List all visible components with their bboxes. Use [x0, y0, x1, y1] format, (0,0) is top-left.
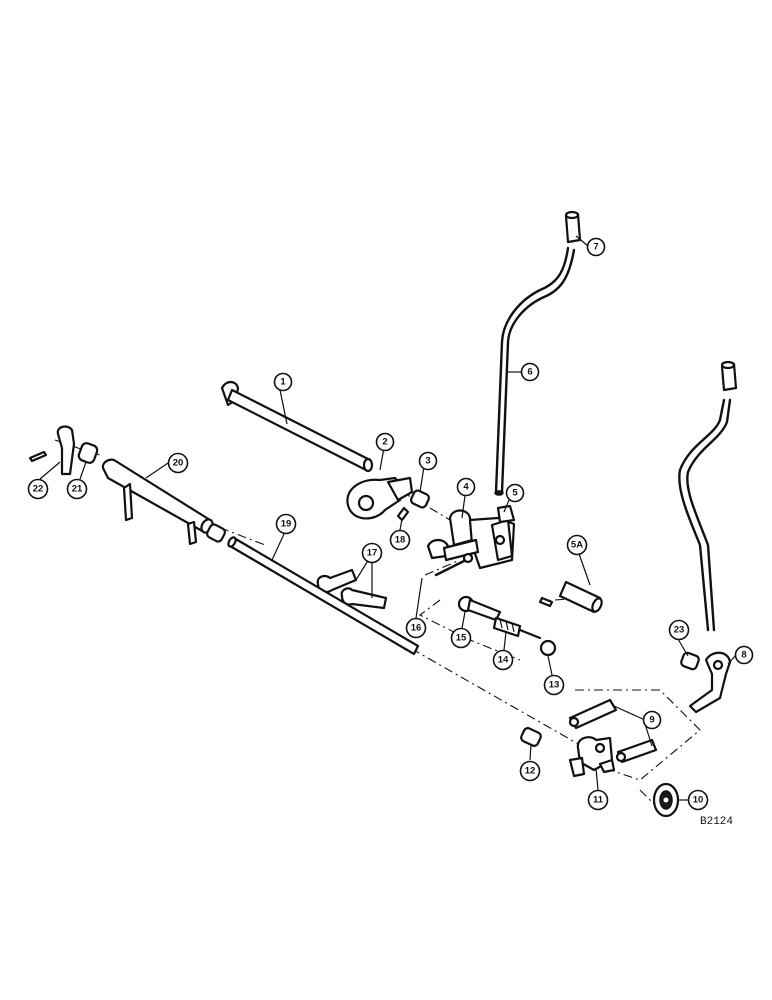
svg-text:5A: 5A: [571, 540, 583, 551]
callout-20: 20: [167, 452, 189, 474]
callout-15: 15: [450, 627, 472, 649]
part-13-rod-end: [518, 628, 557, 657]
svg-text:16: 16: [411, 623, 422, 634]
callout-5a: 5A: [566, 534, 588, 556]
callout-19: 19: [275, 513, 297, 535]
part-11-lever-hub: [568, 736, 616, 778]
svg-text:8: 8: [741, 650, 746, 661]
callout-18: 18: [389, 529, 411, 551]
callout-4: 4: [456, 477, 476, 497]
part-3-bushing: [410, 489, 430, 509]
callout-3: 3: [418, 451, 438, 471]
part-6-shift-lever: [494, 210, 582, 496]
figure-id-label: B2124: [700, 816, 733, 828]
svg-text:15: 15: [456, 633, 467, 644]
svg-text:19: 19: [281, 519, 292, 530]
svg-text:21: 21: [72, 484, 83, 495]
part-1-shaft: [220, 380, 374, 473]
callout-1: 1: [273, 372, 293, 392]
callout-12: 12: [519, 760, 541, 782]
svg-text:13: 13: [549, 680, 560, 691]
callout-22: 22: [27, 478, 49, 500]
part-21-bushing: [77, 442, 99, 464]
callout-2: 2: [375, 432, 395, 452]
part-5a-sleeve: [538, 580, 603, 614]
svg-text:3: 3: [425, 456, 430, 467]
svg-text:11: 11: [593, 795, 604, 806]
part-18-pin: [396, 506, 410, 522]
callout-17: 17: [361, 542, 383, 564]
part-12-bushing: [520, 727, 542, 747]
part-22-lever-arm: [28, 425, 76, 476]
callout-16: 16: [405, 617, 427, 639]
svg-text:23: 23: [674, 625, 685, 636]
callout-21: 21: [66, 478, 88, 500]
callout-8: 8: [734, 645, 754, 665]
callout-23: 23: [668, 619, 690, 641]
svg-text:20: 20: [173, 458, 184, 469]
part-2-plate: [346, 476, 414, 520]
svg-text:2: 2: [382, 437, 387, 448]
leader-lines: [39, 235, 737, 801]
callout-11: 11: [587, 789, 609, 811]
callout-14: 14: [492, 649, 514, 671]
callout-9: 9: [642, 710, 662, 730]
callout-5: 5: [505, 483, 525, 503]
part-16-rod: [434, 552, 474, 577]
svg-text:18: 18: [395, 535, 406, 546]
svg-text:5: 5: [512, 488, 518, 499]
svg-text:1: 1: [280, 377, 286, 388]
part-10-disc: [652, 782, 680, 818]
svg-text:12: 12: [525, 766, 536, 777]
svg-text:10: 10: [693, 795, 704, 806]
callout-10: 10: [687, 789, 709, 811]
part-14-adjuster: [492, 616, 522, 638]
bushing-20-19: [205, 523, 227, 543]
callout-7: 7: [586, 237, 606, 257]
svg-text:4: 4: [463, 482, 469, 493]
callout-6: 6: [520, 362, 540, 382]
svg-text:22: 22: [33, 484, 44, 495]
callout-13: 13: [543, 674, 565, 696]
part-4-shifter-housing: [426, 504, 516, 570]
part-19-cross-shaft: [227, 536, 420, 656]
part-20-tube: [101, 458, 214, 546]
part-8-shift-lever: [678, 360, 738, 714]
part-23-bushing: [680, 651, 700, 671]
part-9-links: [568, 698, 658, 764]
svg-text:14: 14: [498, 655, 509, 666]
svg-text:6: 6: [527, 367, 532, 378]
svg-text:7: 7: [593, 242, 598, 253]
svg-text:17: 17: [367, 548, 378, 559]
part-15-rod-end: [457, 595, 502, 622]
svg-text:9: 9: [649, 715, 654, 726]
